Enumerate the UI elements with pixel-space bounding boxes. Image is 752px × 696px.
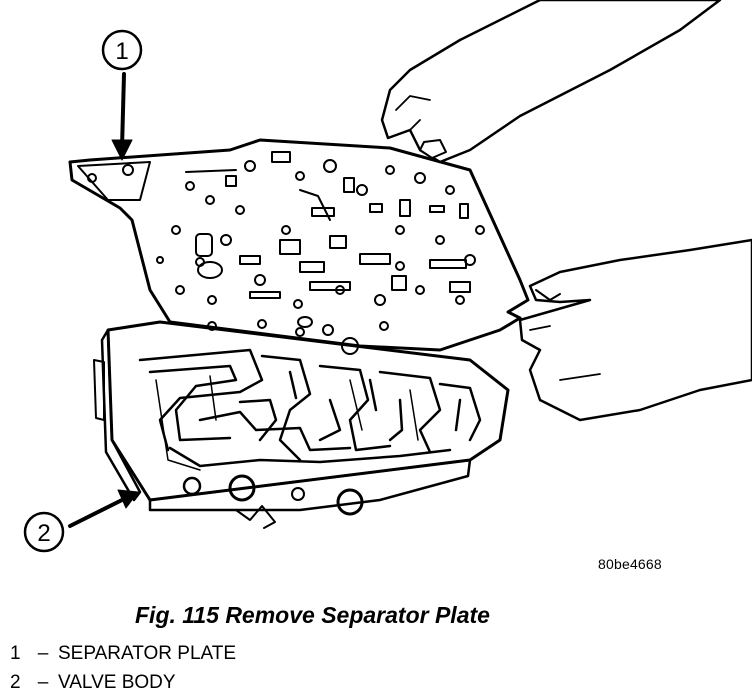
legend-number: 1 [10, 643, 21, 664]
callout-1-number: 1 [115, 38, 128, 65]
callout-2-number: 2 [37, 520, 50, 547]
figure-caption: Fig. 115 Remove Separator Plate [135, 602, 490, 628]
callout-1 [101, 29, 143, 161]
figure-reference-code: 80be4668 [598, 556, 662, 572]
legend-item: 1–SEPARATOR PLATE [10, 643, 236, 665]
separator-plate [68, 138, 530, 355]
valve-body [93, 320, 510, 529]
legend-label: SEPARATOR PLATE [58, 643, 237, 664]
separator-plate-illustration: 1 2 [23, 0, 752, 553]
hand-lower [518, 238, 752, 422]
callout-2 [23, 489, 139, 553]
legend-number: 2 [10, 672, 21, 693]
legend-item: 2–VALVE BODY [10, 672, 176, 694]
hand-upper [380, 0, 722, 164]
legend-dash: – [37, 672, 49, 693]
legend-label: VALVE BODY [58, 672, 176, 693]
legend-dash: – [37, 643, 49, 664]
